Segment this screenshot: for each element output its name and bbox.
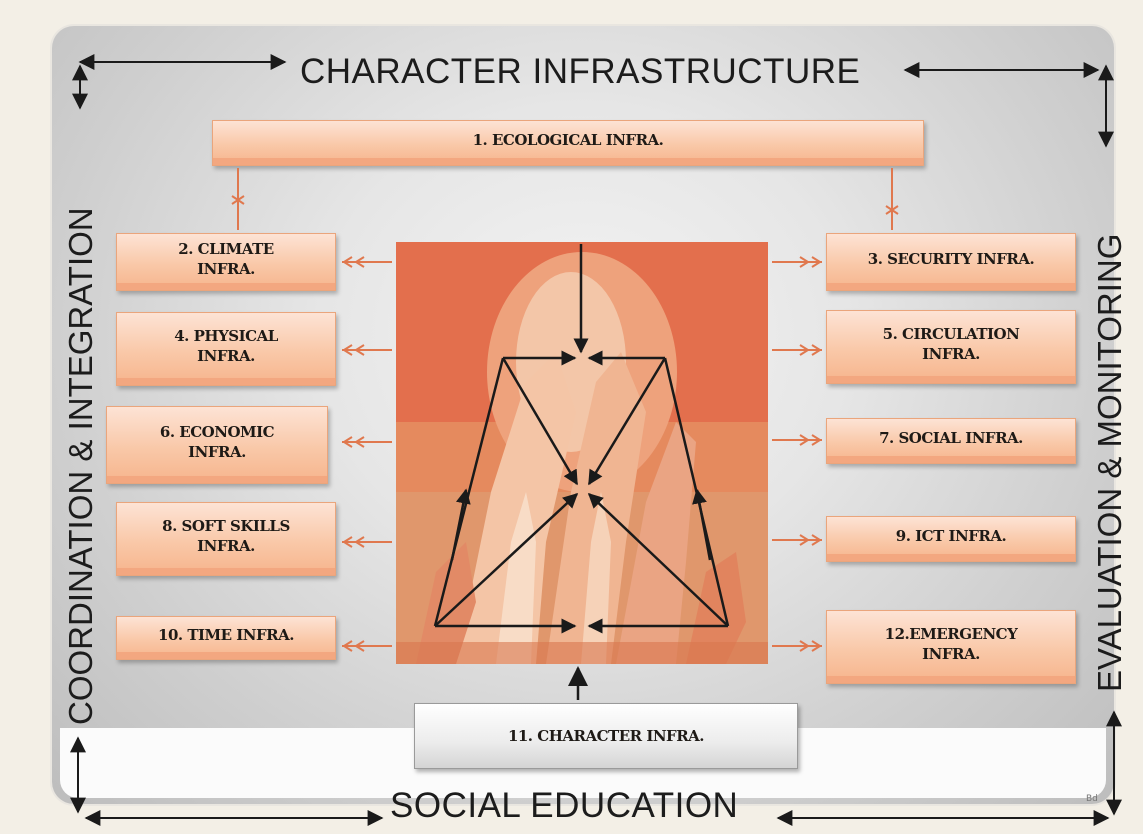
box-emergency-infra: 12.EMERGENCY INFRA. [826,610,1076,684]
left-orange-arrows [342,256,392,652]
box-physical-infra: 4. PHYSICAL INFRA. [116,312,336,386]
box-ict-infra: 9. ICT INFRA. [826,516,1076,562]
box-economic-infra: 6. ECONOMIC INFRA. [106,406,328,484]
label-evaluation-monitoring: EVALUATION & MONITORING [1091,233,1128,692]
corner-mark: Bd [1086,794,1098,804]
label-coordination-integration: COORDINATION & INTEGRATION [62,207,99,725]
eco-climate-mark [231,195,245,205]
box-climate-infra: 2. CLIMATE INFRA. [116,233,336,291]
box-time-infra: 10. TIME INFRA. [116,616,336,660]
eco-security-mark [885,205,899,215]
box-ecological-infra: 1. ECOLOGICAL INFRA. [212,120,924,166]
box-social-infra: 7. SOCIAL INFRA. [826,418,1076,464]
box-soft-skills-infra: 8. SOFT SKILLS INFRA. [116,502,336,576]
box-security-infra: 3. SECURITY INFRA. [826,233,1076,291]
title-social-education: SOCIAL EDUCATION [390,786,739,825]
right-orange-arrows [772,256,822,652]
title-character-infrastructure: CHARACTER INFRASTRUCTURE [300,52,861,91]
box-character-infra: 11. CHARACTER INFRA. [414,703,798,769]
box-circulation-infra: 5. CIRCULATION INFRA. [826,310,1076,384]
central-network [433,244,730,700]
